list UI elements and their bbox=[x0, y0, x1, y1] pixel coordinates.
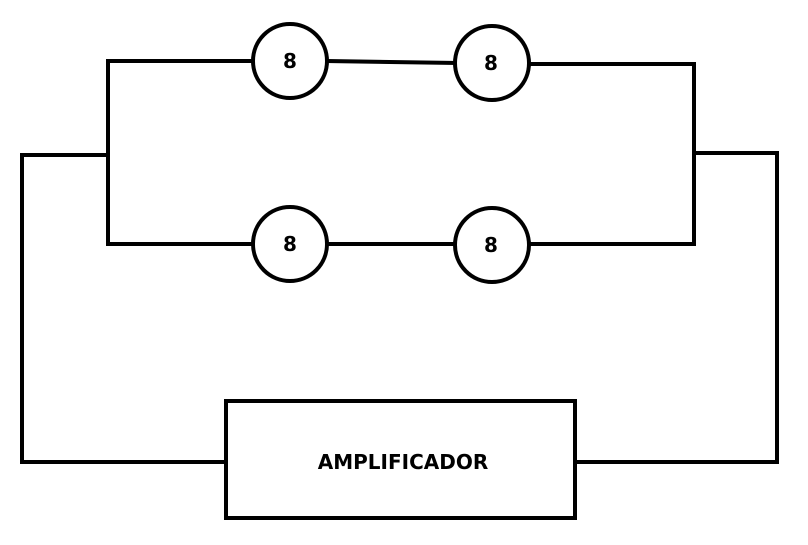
speaker-circle bbox=[251, 22, 329, 100]
amplifier-label: AMPLIFICADOR bbox=[318, 450, 489, 474]
top-branch-wire-middle bbox=[324, 58, 459, 66]
speaker-label: 8 bbox=[283, 49, 297, 73]
right-return-wire bbox=[573, 151, 779, 464]
speaker-bottom-right: 8 bbox=[453, 206, 531, 284]
speaker-label: 8 bbox=[283, 232, 297, 256]
speaker-label: 8 bbox=[484, 233, 498, 257]
amplifier-box bbox=[224, 399, 577, 520]
speaker-circle bbox=[251, 205, 329, 283]
speaker-top-left: 8 bbox=[251, 22, 329, 100]
speaker-bottom-left: 8 bbox=[251, 205, 329, 283]
speaker-circle bbox=[453, 24, 531, 102]
speaker-label: 8 bbox=[484, 51, 498, 75]
speaker-circle bbox=[453, 206, 531, 284]
amplifier: AMPLIFICADOR bbox=[224, 399, 577, 520]
left-feed-wire bbox=[20, 153, 228, 464]
speaker-top-right: 8 bbox=[453, 24, 531, 102]
